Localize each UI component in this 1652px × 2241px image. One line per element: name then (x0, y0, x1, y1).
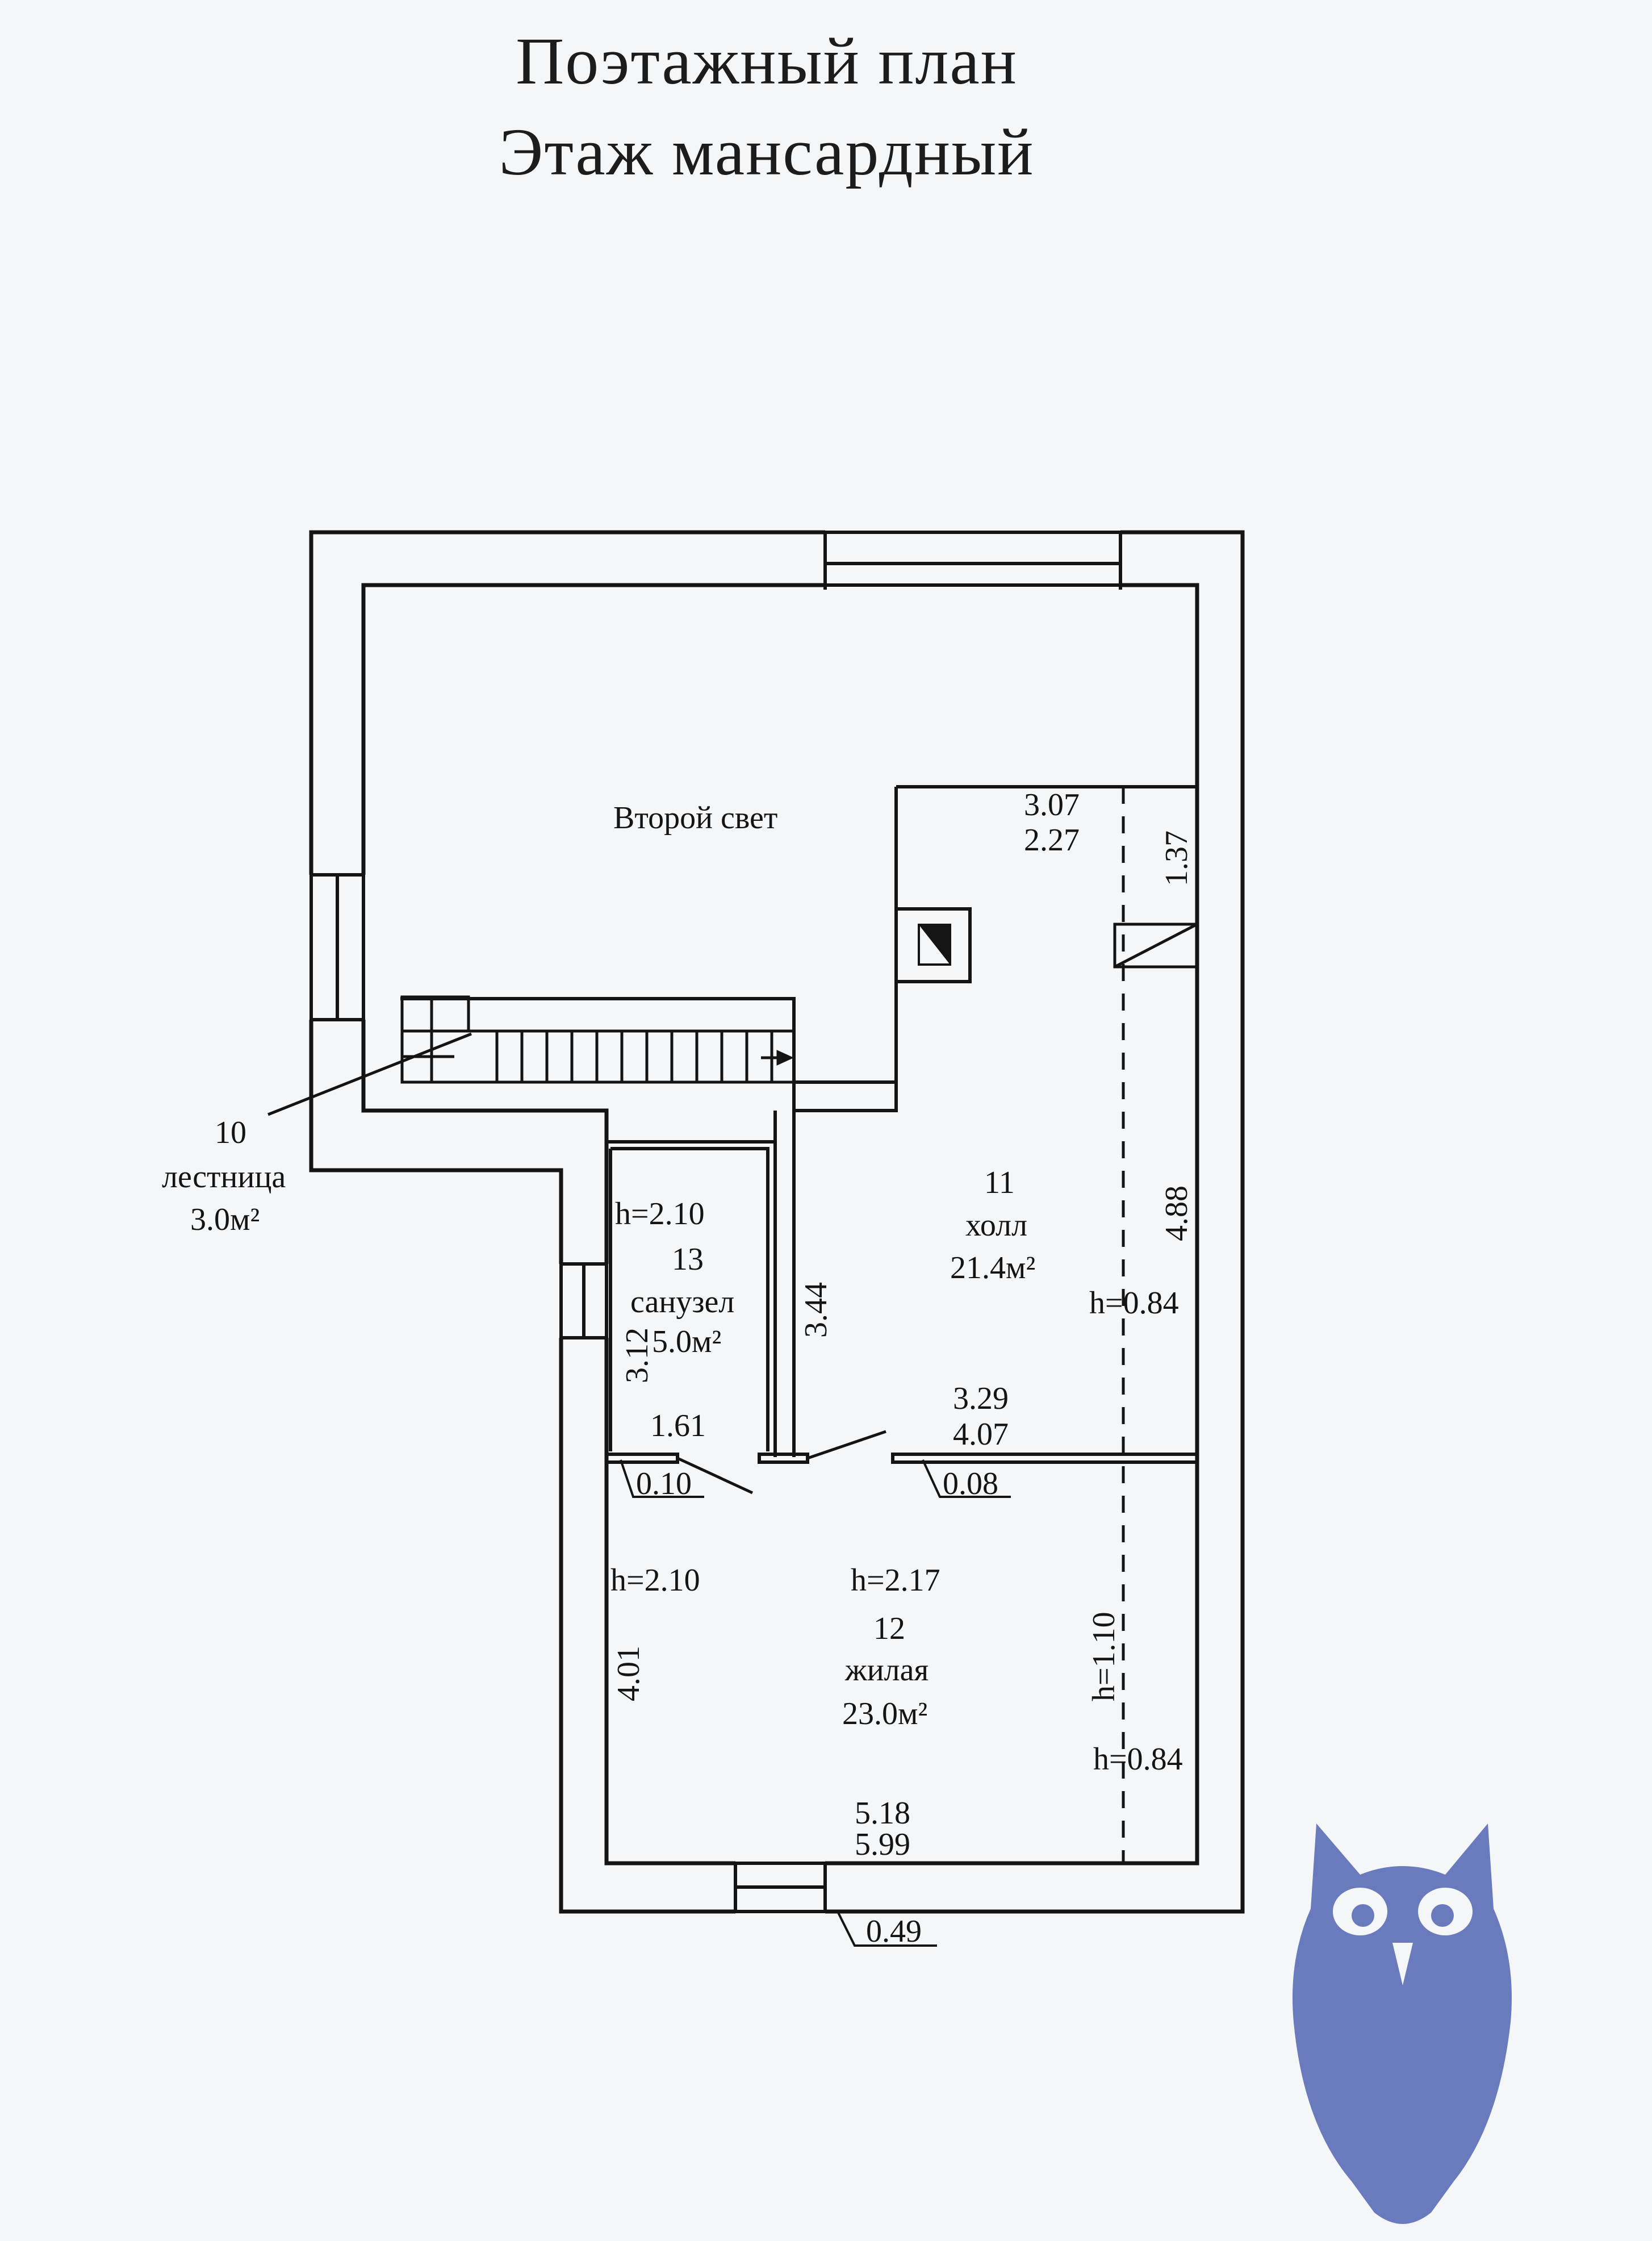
wall-mark-010 (620, 1459, 704, 1498)
bathroom-wall (607, 1140, 775, 1451)
floor-subtitle: Этаж мансардный (499, 115, 1035, 189)
living-dim-left: 4.01 (611, 1646, 646, 1701)
door-leaf-bath (676, 1457, 754, 1495)
corridor-wall (773, 999, 796, 1457)
plan-title: Поэтажный план (516, 24, 1018, 98)
bath-dim-left: 3.12 (620, 1328, 655, 1383)
outer-wall (309, 530, 1245, 1914)
hall-dim-top-2: 2.27 (1024, 823, 1080, 858)
second-light-label: Второй свет (613, 800, 777, 836)
stair-leader (267, 1032, 472, 1116)
chimney (894, 907, 972, 983)
wall-thickness-008: 0.08 (943, 1466, 998, 1501)
wall-thickness-049: 0.49 (866, 1914, 922, 1949)
hall-dim-bottom-1: 3.29 (953, 1381, 1009, 1416)
living-height-vert: h=1.10 (1086, 1612, 1122, 1701)
window-bathroom (557, 1262, 611, 1339)
hall-dim-right-top: 1.37 (1159, 831, 1194, 886)
door-post-left (605, 1453, 679, 1464)
living-dim-bottom-2: 5.99 (855, 1827, 910, 1862)
hall-name: холл (965, 1208, 1027, 1243)
stair-name: лестница (162, 1159, 286, 1195)
stair-area: 3.0м² (190, 1202, 260, 1237)
hall-area: 21.4м² (950, 1250, 1035, 1286)
wall-thickness-010: 0.10 (636, 1466, 692, 1501)
window-bottom (734, 1859, 827, 1916)
bath-number: 13 (672, 1242, 704, 1277)
living-partition (891, 1453, 1199, 1464)
hall-number: 11 (984, 1165, 1015, 1200)
living-height-left: h=2.10 (610, 1563, 700, 1598)
corridor-dim: 3.44 (798, 1282, 834, 1338)
living-name: жилая (844, 1652, 929, 1688)
bath-area: 5.0м² (652, 1324, 721, 1359)
bath-dim-width: 1.61 (650, 1408, 706, 1443)
hall-height-right: h=0.84 (1089, 1286, 1179, 1321)
living-height-right: h=0.84 (1093, 1742, 1183, 1777)
wall-mark-008 (922, 1459, 1011, 1498)
stair-outline (400, 997, 896, 1084)
bath-name: санузел (630, 1284, 734, 1320)
hall-dim-top-1: 3.07 (1024, 787, 1080, 823)
living-dim-bottom-1: 5.18 (855, 1796, 910, 1831)
living-area: 23.0м² (842, 1696, 927, 1731)
window-top (823, 528, 1122, 590)
window-left (307, 873, 368, 1021)
stair-number: 10 (215, 1115, 246, 1150)
living-number: 12 (873, 1611, 905, 1646)
door-post-corridor (758, 1453, 809, 1464)
inner-wall (361, 583, 1199, 1866)
void-boundary (794, 785, 1197, 1112)
door-leaf-hall (807, 1430, 886, 1460)
hall-dim-bottom-2: 4.07 (953, 1417, 1009, 1452)
vent-shaft (1113, 923, 1199, 969)
wall-mark-049 (837, 1911, 937, 1947)
living-height-mid: h=2.17 (851, 1563, 940, 1598)
owl-logo-icon (1293, 1823, 1512, 2224)
bath-height: h=2.10 (615, 1196, 705, 1232)
hall-dim-right: 4.88 (1159, 1186, 1194, 1241)
